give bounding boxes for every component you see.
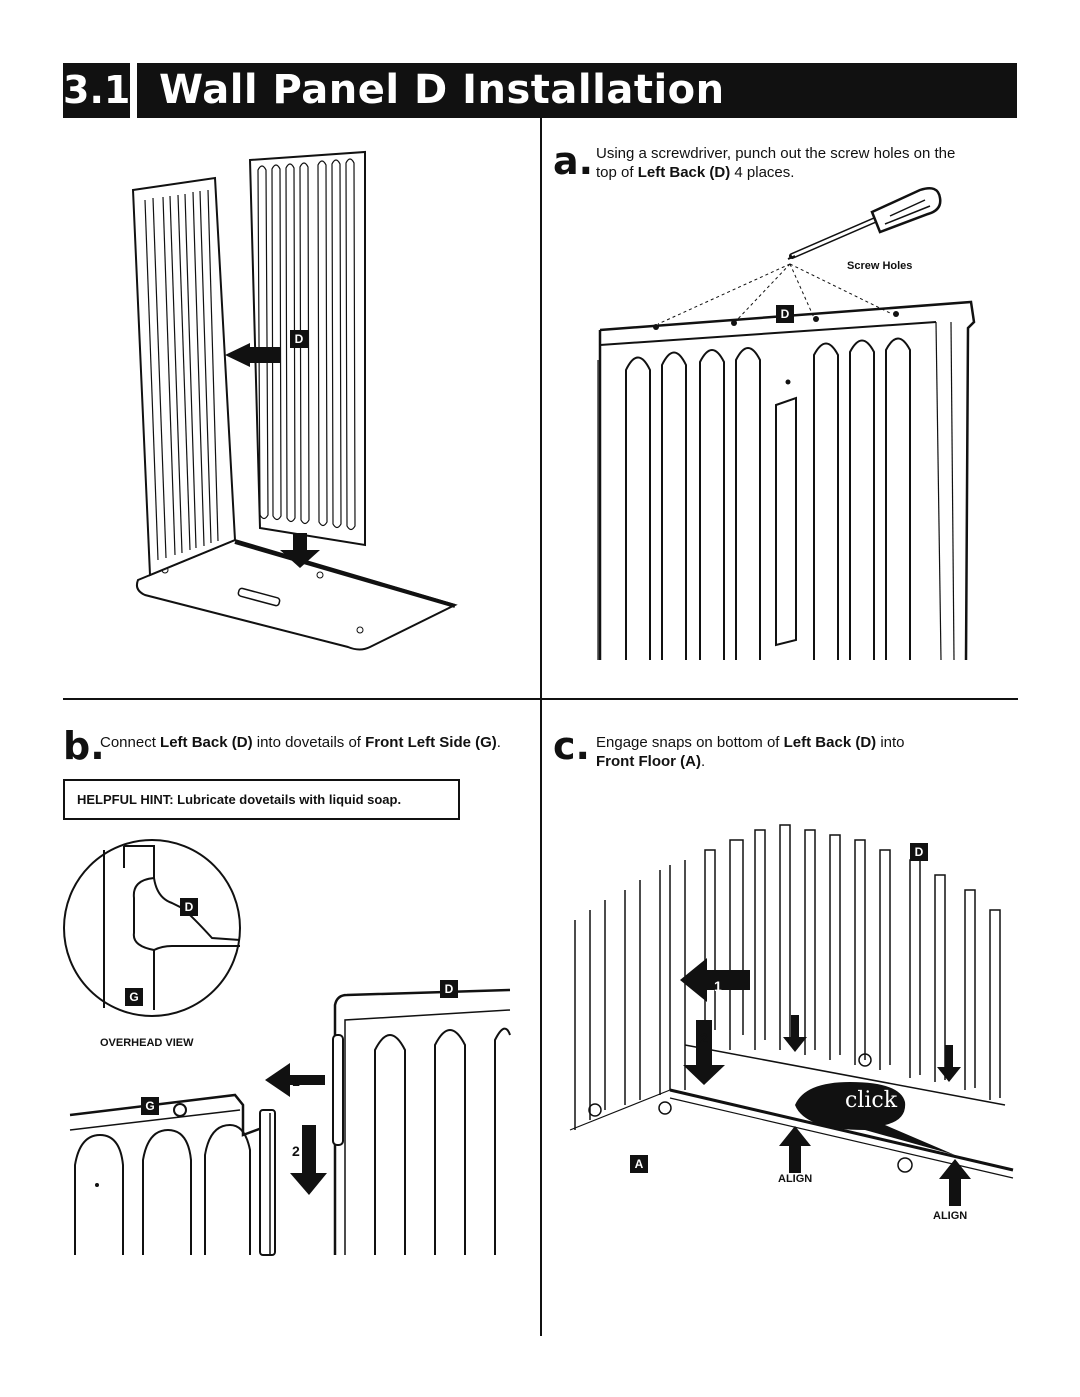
click-label: click xyxy=(845,1088,898,1113)
back-panel-drawing xyxy=(597,300,976,661)
step-a-instruction: Using a screwdriver, punch out the screw… xyxy=(596,144,996,182)
align-label-2: ALIGN xyxy=(933,1210,968,1222)
vertical-divider xyxy=(540,118,542,1336)
step-c-instruction: Engage snaps on bottom of Left Back (D) … xyxy=(596,733,1016,771)
callout-step-b-d: D xyxy=(440,980,458,998)
screw-hole-leaders xyxy=(657,263,891,325)
callout-step-c-a: A xyxy=(630,1155,648,1173)
step-b-arrow-2-label: 2 xyxy=(292,1143,300,1159)
callout-panel-d: D xyxy=(290,330,308,348)
callout-step-c-d: D xyxy=(910,843,928,861)
step-a-line-2: top of Left Back (D) 4 places. xyxy=(596,164,795,181)
section-number: 3.1 xyxy=(63,63,130,118)
step-c-letter: c. xyxy=(553,724,590,768)
callout-overhead-g: G xyxy=(125,988,143,1006)
step-b-letter: b. xyxy=(63,724,105,768)
callout-step-b-g: G xyxy=(141,1097,159,1115)
page-title: Wall Panel D Installation xyxy=(137,63,1017,118)
overhead-view-label: OVERHEAD VIEW xyxy=(100,1037,194,1049)
step-a-letter: a. xyxy=(553,139,594,183)
step-c-line-1: Engage snaps on bottom of Left Back (D) … xyxy=(596,734,905,751)
helpful-hint-box: HELPFUL HINT: Lubricate dovetails with l… xyxy=(63,779,460,820)
screw-holes-label: Screw Holes xyxy=(847,260,913,272)
step-c-arrow-2-label: 2 xyxy=(700,1030,708,1046)
callout-step-a-d: D xyxy=(776,305,794,323)
step-c-arrow-1-label: 1 xyxy=(714,978,722,994)
overhead-view-circle xyxy=(63,839,241,1017)
step-b-panel-drawing xyxy=(69,988,511,1256)
panel-placement-drawing xyxy=(131,150,458,651)
screwdriver-icon xyxy=(787,187,942,260)
horizontal-divider xyxy=(63,698,1018,700)
step-c-drawing xyxy=(569,824,1014,1206)
illustration-panel-placement xyxy=(120,150,470,660)
step-c-line-2: Front Floor (A). xyxy=(596,753,706,770)
illustration-back-panel xyxy=(596,300,981,665)
align-label-1: ALIGN xyxy=(778,1173,813,1185)
step-b-arrow-1-label: 1 xyxy=(292,1073,300,1089)
callout-overhead-d: D xyxy=(180,898,198,916)
step-a-line-1: Using a screwdriver, punch out the screw… xyxy=(596,145,956,162)
step-b-instruction: Connect Left Back (D) into dovetails of … xyxy=(100,734,501,751)
